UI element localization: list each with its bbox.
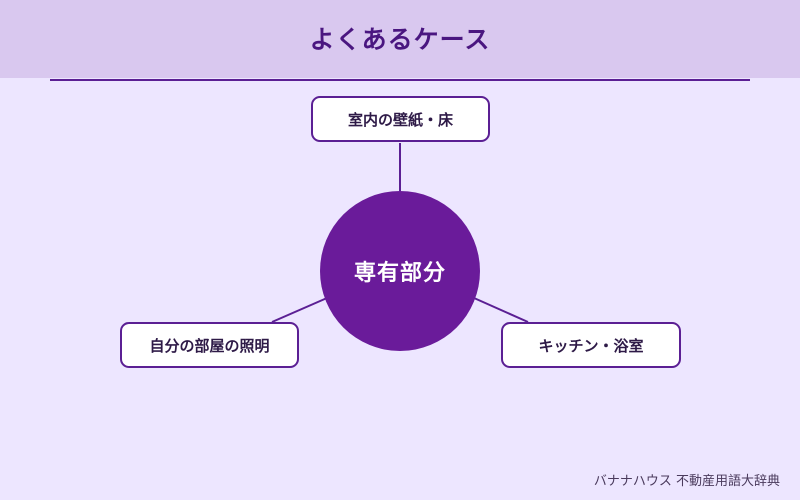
footer-credit: バナナハウス 不動産用語大辞典 — [593, 474, 780, 489]
title-divider — [50, 79, 750, 81]
connector-left — [271, 297, 328, 323]
header-band — [0, 0, 800, 78]
page-title: よくあるケース — [309, 25, 491, 54]
center-node-label: 専有部分 — [353, 261, 446, 286]
node-wallpaper-floor: 室内の壁紙・床 — [311, 96, 490, 142]
node-room-lighting: 自分の部屋の照明 — [120, 322, 299, 368]
connector-right — [473, 297, 529, 323]
center-node: 専有部分 — [320, 191, 480, 351]
node-kitchen-bath: キッチン・浴室 — [501, 322, 681, 368]
